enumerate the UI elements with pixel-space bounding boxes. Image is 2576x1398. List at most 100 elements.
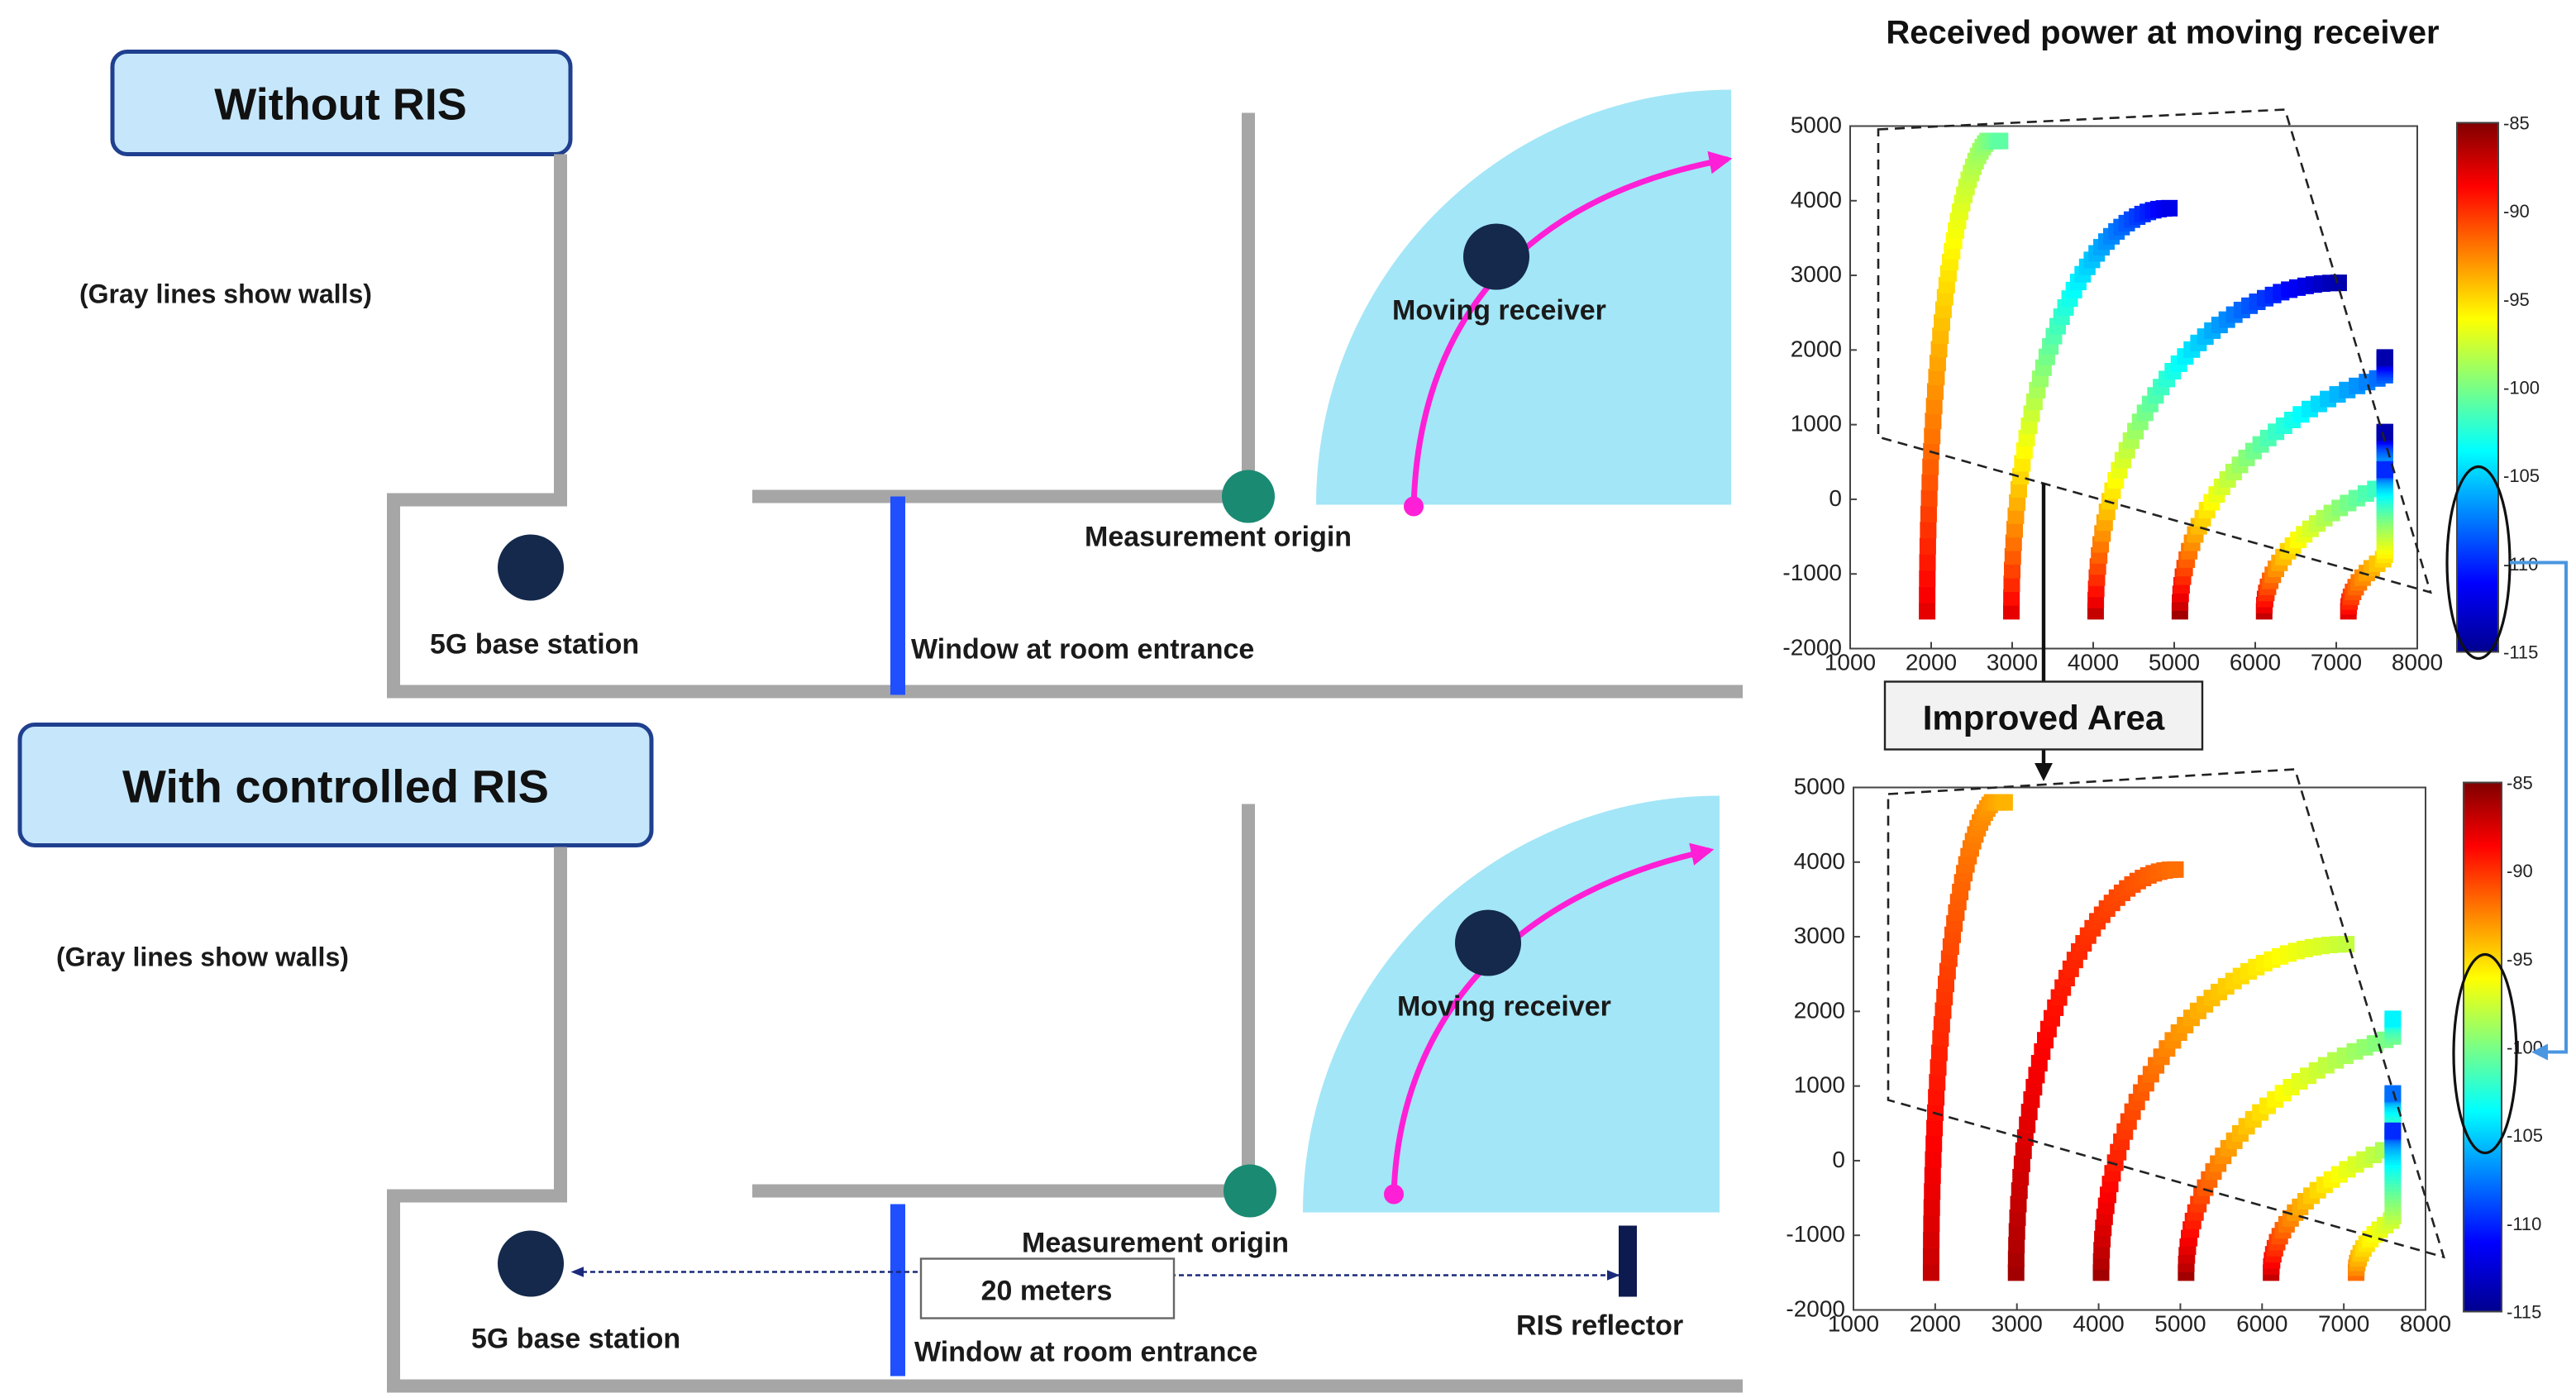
- y-tick-label: 4000: [1794, 848, 1845, 874]
- y-tick-label: 1000: [1794, 1072, 1845, 1098]
- power-sample: [2003, 575, 2020, 593]
- receiver-label: Moving receiver: [1392, 295, 1606, 327]
- power-sample: [2015, 1142, 2032, 1159]
- power-sample: [2004, 547, 2021, 565]
- moving-receiver: [1455, 909, 1521, 976]
- power-sample: [2003, 589, 2020, 606]
- power-sample: [2005, 534, 2022, 551]
- colorbar-tick-label: -100: [2507, 1038, 2543, 1058]
- power-sample: [2384, 1122, 2402, 1139]
- receiver-path: [1391, 842, 1715, 1195]
- power-sample: [2161, 199, 2178, 217]
- walls: [387, 804, 1743, 1393]
- power-sample: [1932, 327, 1949, 345]
- highlight-ellipse: [2452, 952, 2518, 1155]
- power-sample: [1921, 474, 1939, 491]
- power-sample: [2007, 507, 2025, 524]
- power-sample: [2016, 1129, 2034, 1147]
- power-sample: [2007, 1250, 2025, 1267]
- power-sample: [2019, 1116, 2036, 1133]
- power-sample: [1919, 554, 1936, 571]
- window-label: Window at room entrance: [911, 634, 1254, 666]
- power-sample: [1924, 1167, 1941, 1184]
- y-tick-label: 3000: [1791, 261, 1842, 287]
- power-sample: [1937, 976, 1954, 993]
- y-tick-label: -1000: [1782, 560, 1842, 585]
- power-sample: [1925, 413, 1942, 430]
- power-sample: [1919, 586, 1936, 604]
- room-area: [1316, 89, 1731, 505]
- colorbar-tick-label: -105: [2507, 1125, 2543, 1146]
- y-tick-label: 0: [1829, 485, 1842, 511]
- power-sample: [1922, 458, 1939, 475]
- power-sample: [2006, 521, 2024, 538]
- power-sample: [1930, 1044, 1948, 1062]
- base-station-label: 5G base station: [430, 629, 639, 661]
- power-sample: [1934, 301, 1952, 318]
- power-sample: [2010, 480, 2027, 498]
- power-sample: [1925, 1135, 1943, 1152]
- panel-with-ris: With controlled RIS (Gray lines show wal…: [17, 723, 1743, 1393]
- colorbar-tick-label: -95: [2503, 289, 2530, 310]
- colorbar-tick-label: -115: [2503, 642, 2538, 663]
- power-sample: [1922, 1264, 1939, 1281]
- power-sample: [2384, 1010, 2402, 1028]
- colorbar-tick-label: -90: [2507, 861, 2533, 881]
- x-tick-label: 3000: [1987, 650, 2038, 675]
- power-sample: [1920, 522, 1937, 539]
- power-sample: [1919, 603, 1936, 620]
- power-sample: [1924, 427, 1941, 445]
- power-sample: [2376, 349, 2393, 366]
- power-sample: [2007, 1264, 2025, 1281]
- moving-receiver: [1463, 223, 1529, 290]
- panel-title: With controlled RIS: [122, 761, 549, 813]
- x-tick-label: 5000: [2149, 650, 2200, 675]
- power-sample: [2014, 455, 2031, 472]
- x-tick-label: 8000: [2392, 650, 2443, 675]
- power-sample: [1929, 1074, 1946, 1091]
- power-sample: [1996, 794, 2013, 811]
- y-tick-label: -2000: [1786, 1296, 1845, 1322]
- x-tick-label: 1000: [1825, 650, 1876, 675]
- power-sample: [2330, 274, 2347, 292]
- power-sample: [2009, 494, 2026, 511]
- power-sample: [1926, 1119, 1944, 1137]
- power-sample: [1928, 369, 1945, 386]
- receiver-label: Moving receiver: [1397, 991, 1611, 1023]
- x-tick-label: 2000: [1910, 1311, 1961, 1337]
- power-sample: [1923, 1231, 1940, 1248]
- power-sample: [1926, 383, 1944, 400]
- power-sample: [2167, 861, 2184, 878]
- power-sample: [1922, 1248, 1939, 1265]
- walls: [387, 112, 1743, 699]
- coverage-outline: [1877, 108, 2432, 594]
- power-sample: [2376, 423, 2393, 441]
- x-tick-label: 6000: [2236, 1311, 2287, 1337]
- power-sample: [2011, 1182, 2028, 1200]
- title-box: [110, 50, 573, 156]
- y-tick-label: -2000: [1782, 635, 1842, 661]
- power-sample: [2009, 1209, 2026, 1226]
- power-sample: [2004, 561, 2021, 579]
- power-sample: [1933, 1016, 1950, 1033]
- ris-label: RIS reflector: [1516, 1310, 1683, 1342]
- x-tick-label: 3000: [1992, 1311, 2043, 1337]
- base-station: [498, 534, 564, 601]
- colorbar-link-arrow: [2510, 561, 2568, 1061]
- x-tick-label: 4000: [2068, 650, 2119, 675]
- colorbar-tick-label: -90: [2503, 201, 2530, 222]
- base-station-label: 5G base station: [471, 1324, 680, 1355]
- title-box: [17, 723, 654, 847]
- power-sample: [2015, 442, 2033, 460]
- colorbar-tick-label: -100: [2503, 378, 2540, 398]
- walls-note: (Gray lines show walls): [79, 279, 372, 309]
- power-sample: [2012, 468, 2030, 485]
- power-sample: [1923, 1215, 1940, 1233]
- power-sample: [2008, 1223, 2025, 1240]
- path-start-dot: [1384, 1184, 1404, 1205]
- x-tick-label: 5000: [2154, 1311, 2206, 1337]
- measurement-origin: [1222, 470, 1275, 523]
- colorbar-tick-label: -110: [2507, 1214, 2541, 1234]
- y-tick-label: 2000: [1791, 336, 1842, 361]
